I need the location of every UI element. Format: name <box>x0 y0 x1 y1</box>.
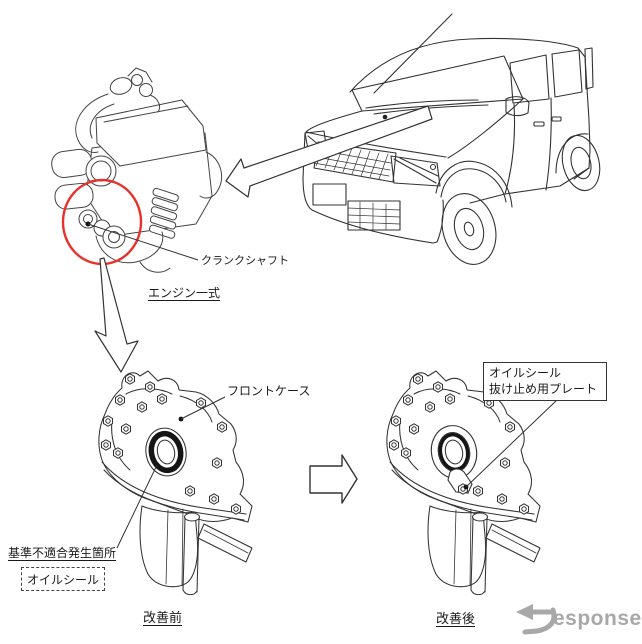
retainer-plate-leader-line <box>463 399 558 490</box>
label-retainer-plate-line2: 抜け止め用プレート <box>489 382 598 396</box>
side-mirror <box>505 96 530 117</box>
label-defect-location: 基準不適合発生箇所 <box>8 546 117 560</box>
arrow-before-to-after <box>309 454 358 504</box>
arrow-engine-to-front-case <box>94 257 139 373</box>
oil-seal-callout-box: オイルシール <box>21 567 105 591</box>
antenna-line <box>373 13 453 94</box>
label-before-improvement: 改善前 <box>143 610 183 625</box>
label-front-case: フロントケース <box>227 384 311 398</box>
retainer-plate-callout-box: オイルシール 抜け止め用プレート <box>483 362 607 401</box>
label-oil-seal: オイルシール <box>26 572 99 587</box>
front-case-after-drawing <box>387 371 540 595</box>
response-r-icon <box>516 604 557 635</box>
label-crankshaft: クランクシャフト <box>201 255 289 267</box>
label-after-improvement: 改善後 <box>436 611 476 626</box>
label-retainer-plate-line1: オイルシール <box>489 366 562 380</box>
label-engine-assembly: エンジン一式 <box>148 286 221 300</box>
response-watermark: esponse. <box>553 607 642 630</box>
hood-anchor-dot <box>382 114 388 120</box>
engine-drawing <box>51 67 222 273</box>
crankshaft-leader-line <box>85 221 199 261</box>
arrow-car-to-engine <box>225 105 433 198</box>
defect-location-leader-line <box>116 462 160 549</box>
front-case-leader-line <box>178 396 226 422</box>
front-case-before-drawing <box>99 371 252 595</box>
